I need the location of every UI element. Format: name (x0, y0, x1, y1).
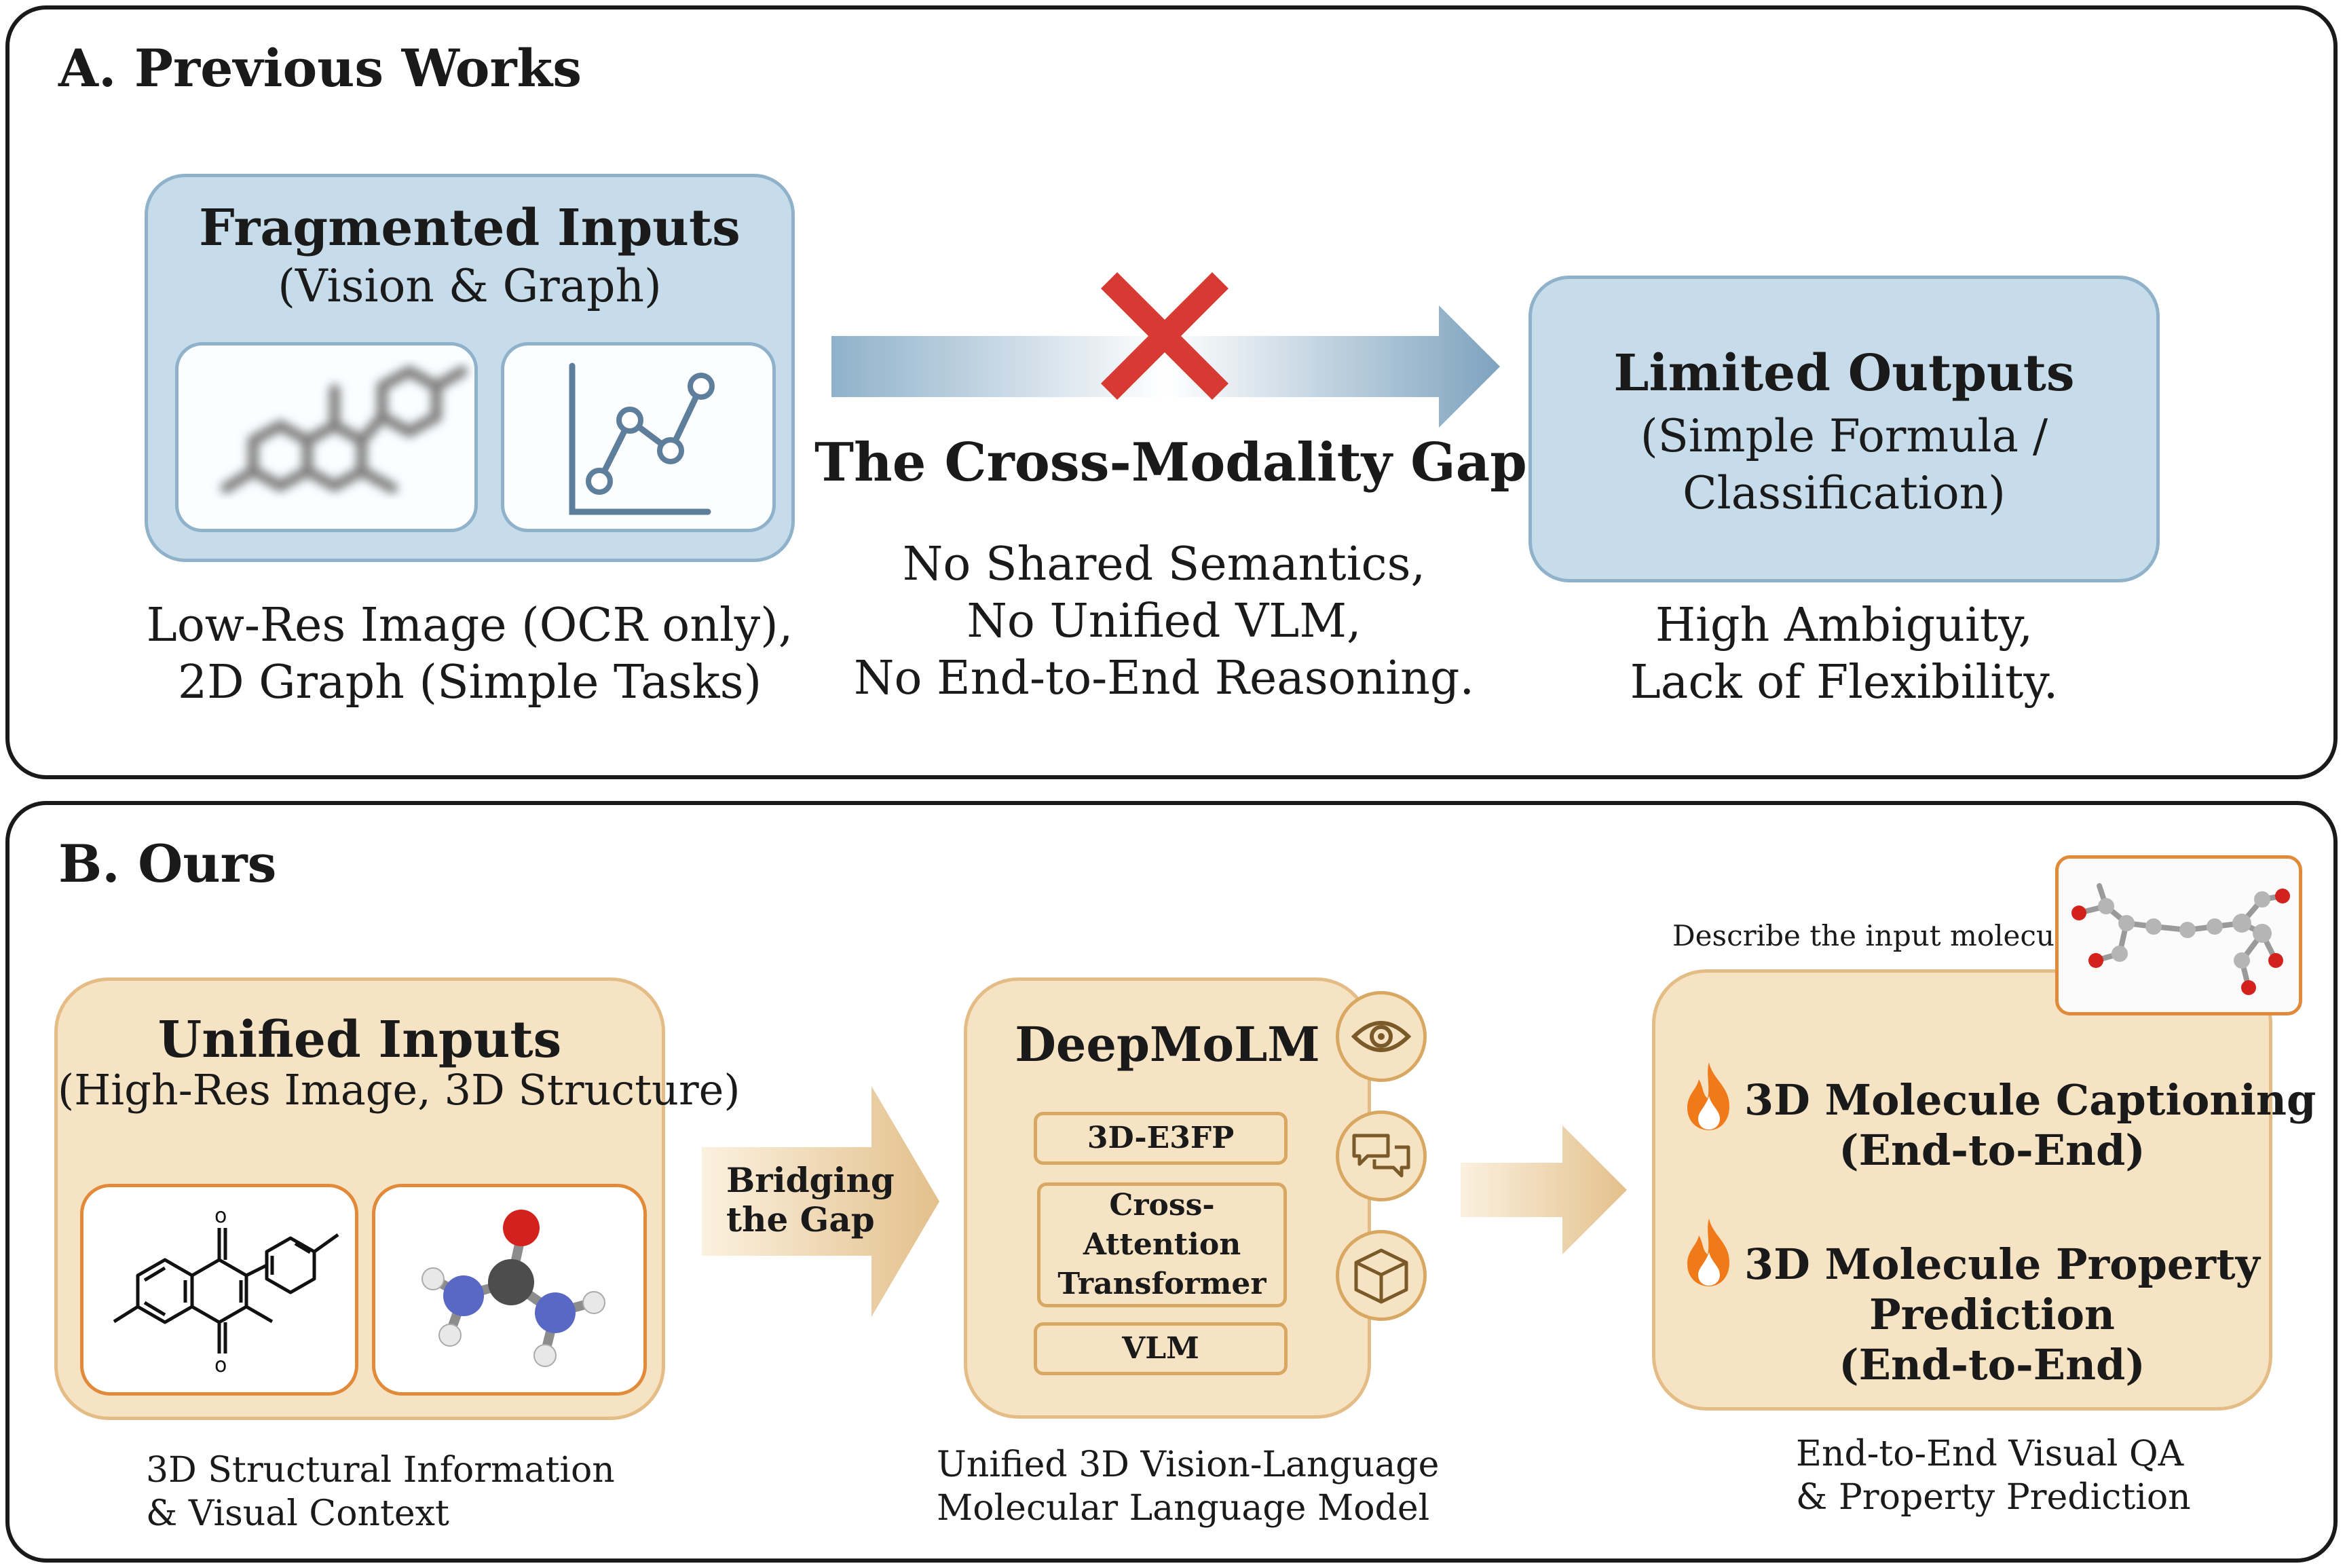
output-arrow (1461, 1125, 1627, 1254)
bridging-label: Bridging the Gap (726, 1161, 895, 1239)
fragmented-inputs-heading: Fragmented Inputs (199, 199, 740, 257)
outputs-caption: End-to-End Visual QA & Property Predicti… (1796, 1432, 2191, 1519)
module-3d-e3fp: 3D-E3FP (1034, 1112, 1288, 1165)
low-res-image-card (175, 342, 478, 532)
high-res-image-card: o o (80, 1184, 358, 1396)
cube-icon-circle (1336, 1230, 1427, 1321)
line-graph-icon (569, 362, 715, 515)
task-line: 3D Molecule Property (1744, 1239, 2260, 1289)
fire-icon (1687, 1218, 1729, 1286)
panel-b-title: B. Ours (58, 834, 277, 894)
caption-line: & Property Prediction (1796, 1477, 2191, 1518)
module-cross-attention-transformer: Cross- Attention Transformer (1037, 1182, 1287, 1307)
caption-line: Lack of Flexibility. (1630, 656, 2059, 709)
limited-outputs-heading: Limited Outputs (1613, 344, 2075, 403)
caption-line: High Ambiguity, (1655, 599, 2033, 652)
model-name: DeepMoLM (1015, 1016, 1320, 1072)
caption-line: End-to-End Visual QA (1796, 1434, 2184, 1474)
bridging-arrow (702, 1086, 939, 1317)
task-line: (End-to-End) (1839, 1340, 2145, 1389)
sub-line: Classification) (1683, 467, 2006, 519)
limited-outputs-caption: High Ambiguity, Lack of Flexibility. (1514, 597, 2175, 711)
caption-line: Unified 3D Vision-Language (937, 1444, 1440, 1485)
model-caption: Unified 3D Vision-Language Molecular Lan… (937, 1443, 1440, 1530)
caption-line: 2D Graph (Simple Tasks) (177, 656, 762, 709)
unified-inputs-sub: (High-Res Image, 3D Structure) (58, 1065, 740, 1115)
module-vlm: VLM (1034, 1322, 1288, 1375)
gap-line: No Unified VLM, (967, 595, 1362, 648)
chat-icon-circle (1336, 1110, 1427, 1201)
fragmented-inputs-sub: (Vision & Graph) (278, 260, 662, 312)
gap-line: No Shared Semantics, (902, 538, 1426, 591)
task-line: 3D Molecule Captioning (1744, 1075, 2316, 1125)
panel-a-title: A. Previous Works (58, 38, 582, 98)
gap-arrow (831, 305, 1500, 428)
ball-and-stick-molecule-icon (421, 1210, 605, 1367)
molecule-render-icon (2071, 883, 2290, 995)
caption-line: 3D Structural Information (146, 1450, 615, 1491)
limited-outputs-box: Limited Outputs (Simple Formula / Classi… (1528, 276, 2160, 582)
task-line: Prediction (1869, 1290, 2115, 1339)
limited-outputs-sub: (Simple Formula / Classification) (1532, 408, 2156, 522)
eye-icon (1351, 1021, 1412, 1052)
caption-line: Molecular Language Model (937, 1488, 1430, 1529)
fragmented-inputs-caption: Low-Res Image (OCR only), 2D Graph (Simp… (129, 597, 810, 711)
prompt-text: Describe the input molecule. (1672, 919, 2090, 952)
svg-text:o: o (214, 1354, 227, 1377)
outputs-box (1652, 969, 2272, 1411)
red-cross-icon (1100, 272, 1229, 400)
graph-card (501, 342, 776, 532)
sub-line: (Simple Formula / (1640, 410, 2048, 462)
3d-molecule-render-card (2055, 855, 2302, 1015)
caption-line: Low-Res Image (OCR only), (146, 599, 793, 652)
fire-icon (1687, 1062, 1729, 1130)
task-property-prediction: 3D Molecule Property Prediction (End-to-… (1744, 1239, 2260, 1390)
cube-icon (1354, 1248, 1408, 1304)
blurred-molecule-icon (221, 365, 468, 493)
task-line: (End-to-End) (1839, 1125, 2145, 1175)
unified-inputs-heading: Unified Inputs (157, 1011, 562, 1069)
unified-inputs-caption: 3D Structural Information & Visual Conte… (146, 1449, 615, 1535)
bridge-line: Bridging (726, 1160, 895, 1200)
chat-icon (1352, 1134, 1410, 1178)
gap-title: The Cross-Modality Gap (814, 432, 1527, 493)
3d-structure-card (372, 1184, 647, 1396)
task-captioning: 3D Molecule Captioning (End-to-End) (1744, 1075, 2316, 1176)
bridge-line: the Gap (726, 1199, 875, 1239)
eye-icon-circle (1336, 991, 1427, 1082)
caption-line: & Visual Context (146, 1493, 449, 1534)
molecule-structure-icon: o o (113, 1204, 339, 1377)
gap-description: No Shared Semantics, No Unified VLM, No … (814, 536, 1514, 707)
gap-line: No End-to-End Reasoning. (853, 652, 1475, 705)
svg-text:o: o (214, 1204, 227, 1228)
